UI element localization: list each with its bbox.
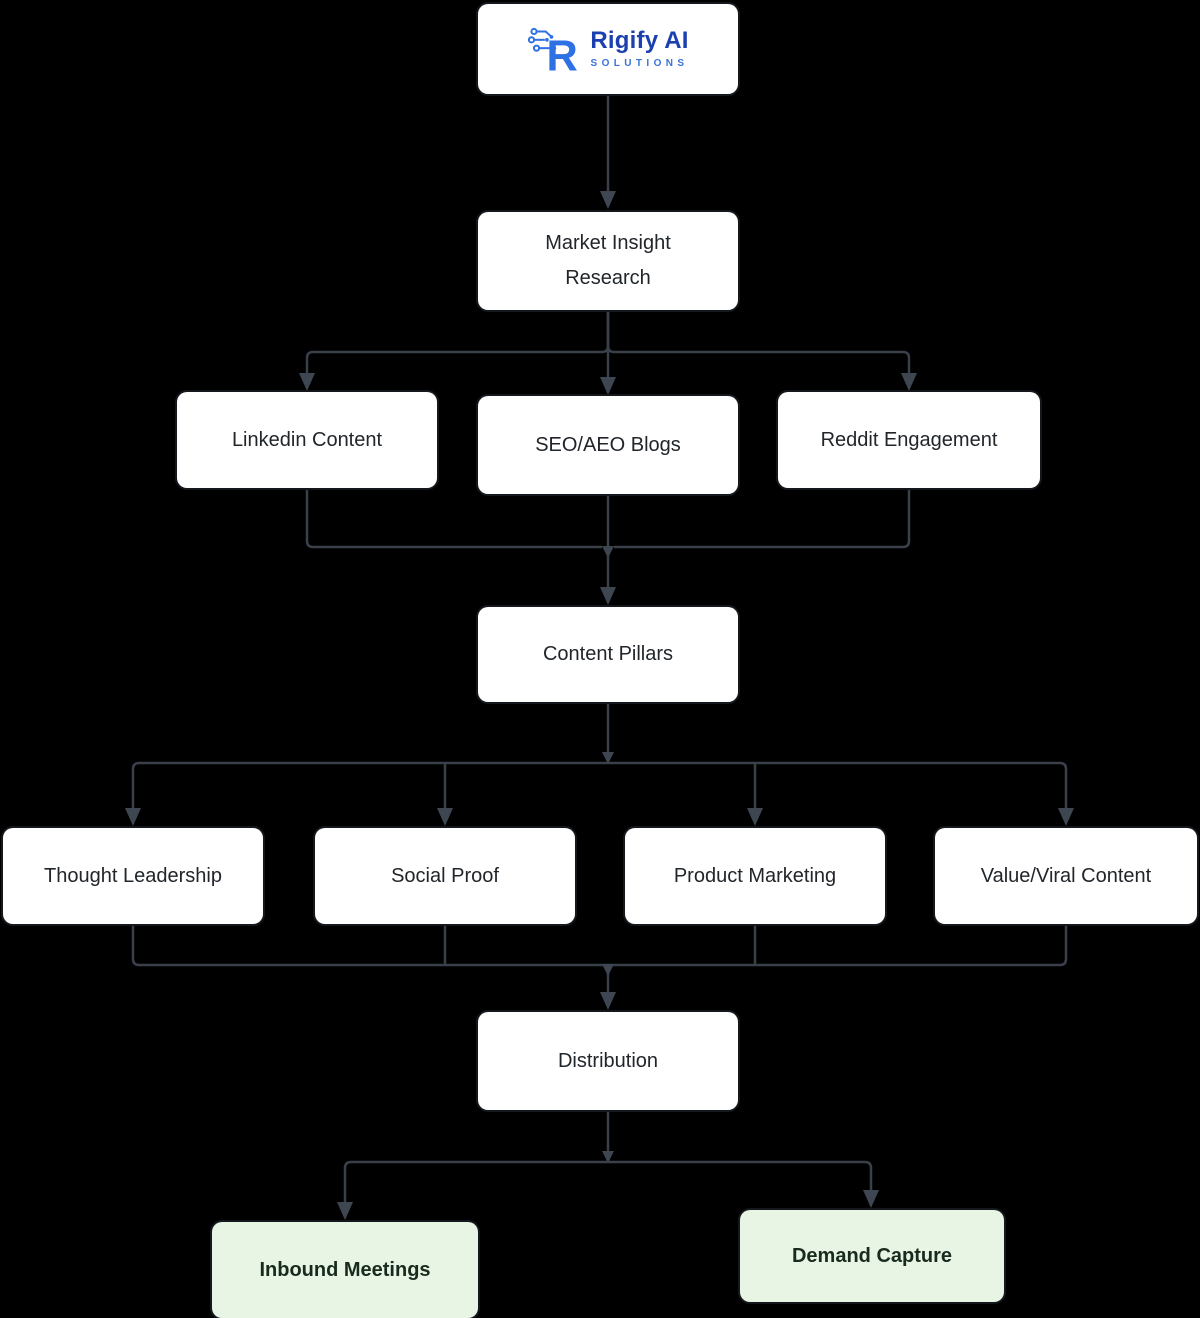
connector-linkedin-to-pillars (305, 489, 602, 549)
junction-arrow-bottom-split (602, 1151, 614, 1163)
arrowhead-inbound (337, 1202, 353, 1220)
arrowhead-seo (600, 377, 616, 395)
connector-market-to-linkedin (305, 310, 610, 373)
arrowhead-social (437, 808, 453, 826)
arrowhead-pillars (600, 587, 616, 605)
node-label: Inbound Meetings (259, 1258, 431, 1281)
arrowhead-thought (125, 808, 141, 826)
junction-arrow-distribution-join (602, 964, 614, 976)
connector-distribution-split-bar (343, 1160, 873, 1202)
node-label: Product Marketing (673, 864, 837, 887)
node-label: Distribution (557, 1049, 659, 1072)
node-market-insight-research: Market Insight Research (478, 212, 738, 310)
junction-arrow-pillars-join (602, 546, 614, 558)
node-distribution: Distribution (478, 1012, 738, 1110)
arrowhead-market (600, 191, 616, 209)
svg-text:R: R (547, 33, 578, 74)
connector-market-to-reddit (606, 310, 911, 373)
node-label: Linkedin Content (231, 428, 383, 451)
node-label: SEO/AEO Blogs (535, 433, 681, 456)
node-content-pillars: Content Pillars (478, 607, 738, 702)
arrowhead-linkedin (299, 373, 315, 391)
arrowhead-distribution (600, 992, 616, 1010)
brand-name: Rigify AI (590, 27, 689, 54)
node-linkedin-content: Linkedin Content (177, 392, 437, 488)
junction-arrow-pillars-split (602, 752, 614, 764)
node-demand-capture: Demand Capture (740, 1210, 1004, 1302)
brand-subtitle: SOLUTIONS (590, 58, 689, 69)
connector-reddit-to-pillars (614, 489, 911, 549)
node-label: Content Pillars (542, 643, 674, 665)
node-label: Demand Capture (791, 1244, 953, 1267)
node-label: Value/Viral Content (980, 864, 1152, 887)
node-social-proof: Social Proof (315, 828, 575, 924)
arrowhead-demand (863, 1190, 879, 1208)
node-rigify-logo: R Rigify AI SOLUTIONS (478, 4, 738, 94)
connector-quad-join-bar (131, 925, 1068, 967)
connector-pillars-split-bar (131, 761, 1068, 810)
node-inbound-meetings: Inbound Meetings (212, 1222, 478, 1318)
node-seo-aeo-blogs: SEO/AEO Blogs (478, 396, 738, 494)
arrowhead-product (747, 808, 763, 826)
node-value-viral-content: Value/Viral Content (935, 828, 1197, 924)
rigify-circuit-r-icon: R (527, 24, 581, 74)
node-reddit-engagement: Reddit Engagement (778, 392, 1040, 488)
node-product-marketing: Product Marketing (625, 828, 885, 924)
node-label: Market Insight Research (545, 232, 671, 289)
node-label: Social Proof (391, 864, 499, 887)
node-thought-leadership: Thought Leadership (3, 828, 263, 924)
node-label: Thought Leadership (44, 864, 222, 887)
arrowhead-reddit (901, 373, 917, 391)
arrowhead-value (1058, 808, 1074, 826)
node-label: Reddit Engagement (820, 428, 998, 451)
